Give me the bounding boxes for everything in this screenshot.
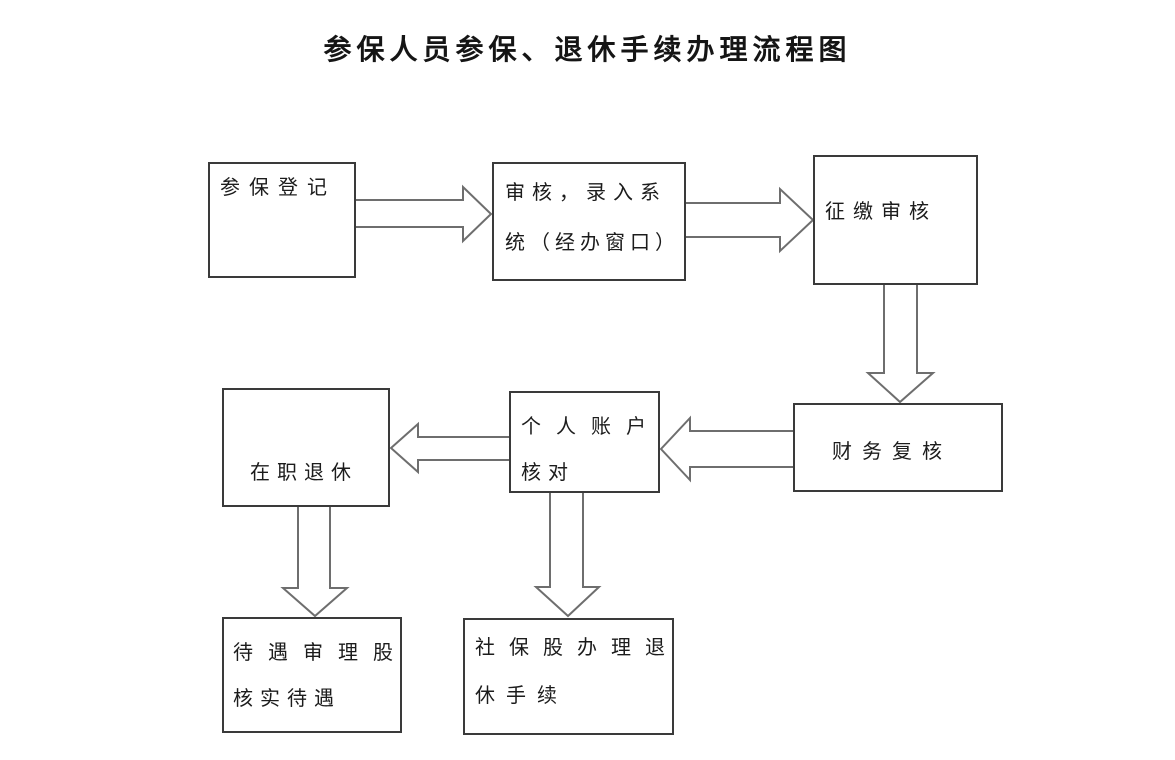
node-benefit-audit-section-label-line2: 核实待遇 xyxy=(233,688,341,710)
arrow-account-check-to-retirement-icon xyxy=(389,421,509,475)
arrow-collection-to-finance-icon xyxy=(865,285,936,404)
node-review-system-entry-label-line2: 统（经办窗口） xyxy=(505,232,680,254)
arrow-registration-to-review-icon xyxy=(356,184,493,244)
arrow-account-check-to-social-security-icon xyxy=(533,493,602,618)
node-social-security-section: 社保股办理退 休手续 xyxy=(463,618,674,735)
node-finance-recheck-label: 财务复核 xyxy=(832,441,952,463)
node-in-service-retirement-label: 在职退休 xyxy=(250,462,358,484)
node-benefit-audit-section: 待遇审理股 核实待遇 xyxy=(222,617,402,733)
arrow-review-to-collection-icon xyxy=(686,186,815,254)
node-social-security-section-label-line2: 休手续 xyxy=(475,685,568,707)
node-review-system-entry-label-line1: 审核，录入系 xyxy=(505,182,667,204)
arrow-finance-to-account-check-icon xyxy=(659,415,793,483)
page-title: 参保人员参保、退休手续办理流程图 xyxy=(323,34,852,65)
node-collection-audit-label: 征缴审核 xyxy=(825,201,937,223)
node-personal-account-check: 个人账户 核对 xyxy=(509,391,660,493)
node-collection-audit: 征缴审核 xyxy=(813,155,978,285)
node-personal-account-check-label-line2: 核对 xyxy=(521,462,575,484)
node-insured-registration: 参保登记 xyxy=(208,162,356,278)
arrow-retirement-to-benefit-audit-icon xyxy=(280,507,350,618)
node-insured-registration-label: 参保登记 xyxy=(220,177,336,199)
node-review-system-entry: 审核，录入系 统（经办窗口） xyxy=(492,162,686,281)
node-benefit-audit-section-label-line1: 待遇审理股 xyxy=(233,642,408,664)
node-personal-account-check-label-line1: 个人账户 xyxy=(521,416,661,438)
node-social-security-section-label-line1: 社保股办理退 xyxy=(475,637,679,659)
node-in-service-retirement: 在职退休 xyxy=(222,388,390,507)
node-finance-recheck: 财务复核 xyxy=(793,403,1003,492)
